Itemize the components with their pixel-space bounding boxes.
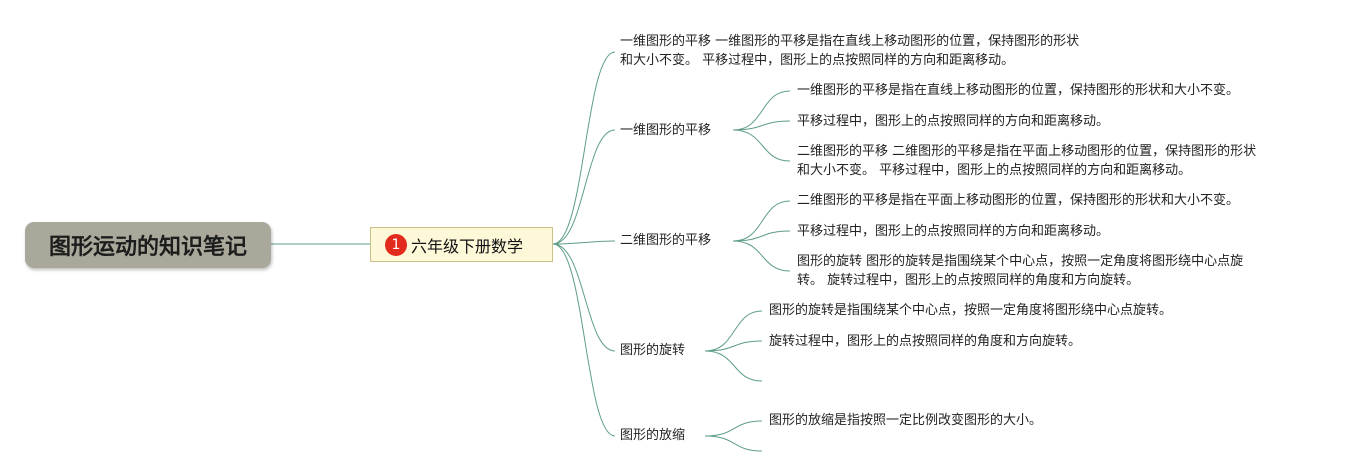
connector-t3-c2 bbox=[704, 340, 763, 352]
subtopic-item[interactable]: 平移过程中，图形上的点按照同样的方向和距离移动。 bbox=[797, 114, 1110, 129]
topic-2d-translation[interactable]: 二维图形的平移 bbox=[620, 233, 712, 248]
subtopic-item[interactable]: 平移过程中，图形上的点按照同样的方向和距离移动。 bbox=[797, 224, 1110, 239]
subtopic-item[interactable]: 二维图形的平移是指在平面上移动图形的位置，保持图形的形状和大小不变。 bbox=[797, 193, 1240, 208]
connector-t1-c2 bbox=[732, 120, 791, 131]
intro-line-2[interactable]: 和大小不变。 平移过程中，图形上的点按照同样的方向和距离移动。 bbox=[620, 53, 1015, 68]
connector-main-topic1 bbox=[552, 129, 616, 245]
connector-t1-c3 bbox=[732, 129, 791, 162]
connector-t4-c2 bbox=[704, 435, 763, 452]
connector-main-intro bbox=[552, 51, 616, 245]
topic-1d-translation[interactable]: 一维图形的平移 bbox=[620, 123, 712, 138]
subtopic-item-continued[interactable]: 和大小不变。 平移过程中，图形上的点按照同样的方向和距离移动。 bbox=[797, 163, 1192, 178]
root-title: 图形运动的知识笔记 bbox=[48, 235, 247, 260]
connector-t2-c2 bbox=[732, 230, 791, 242]
connector-t3-c3 bbox=[704, 350, 763, 382]
connector-main-topic4 bbox=[552, 243, 616, 437]
subtopic-item[interactable]: 图形的旋转 图形的旋转是指围绕某个中心点，按照一定角度将图形绕中心点旋 bbox=[797, 254, 1244, 269]
subtopic-item[interactable]: 旋转过程中，图形上的点按照同样的角度和方向旋转。 bbox=[769, 334, 1082, 349]
topic-scaling[interactable]: 图形的放缩 bbox=[620, 428, 686, 443]
priority-1-icon: 1 bbox=[385, 233, 407, 256]
subtopic-item-continued[interactable]: 转。 旋转过程中，图形上的点按照同样的角度和方向旋转。 bbox=[797, 273, 1140, 288]
subtopic-item[interactable]: 一维图形的平移是指在直线上移动图形的位置，保持图形的形状和大小不变。 bbox=[797, 83, 1240, 98]
connector-t2-c1 bbox=[732, 200, 791, 242]
subtopic-item[interactable]: 图形的放缩是指按照一定比例改变图形的大小。 bbox=[769, 413, 1043, 428]
main-topic[interactable]: 1 六年级下册数学 bbox=[370, 227, 553, 262]
connector-main-topic2 bbox=[552, 240, 616, 245]
topic-rotation[interactable]: 图形的旋转 bbox=[620, 343, 686, 358]
connector-main-topic3 bbox=[552, 243, 616, 352]
connector-t3-c1 bbox=[704, 310, 763, 352]
connector-t2-c3 bbox=[732, 240, 791, 272]
subtopic-item[interactable]: 二维图形的平移 二维图形的平移是指在平面上移动图形的位置，保持图形的形状 bbox=[797, 144, 1257, 159]
root-topic[interactable]: 图形运动的知识笔记 bbox=[25, 222, 271, 268]
connector-t1-c1 bbox=[732, 90, 791, 131]
subtopic-item[interactable]: 图形的旋转是指围绕某个中心点，按照一定角度将图形绕中心点旋转。 bbox=[769, 303, 1173, 318]
intro-line-1[interactable]: 一维图形的平移 一维图形的平移是指在直线上移动图形的位置，保持图形的形状 bbox=[620, 34, 1080, 49]
main-topic-title: 六年级下册数学 bbox=[411, 236, 524, 256]
connector-t4-c1 bbox=[704, 420, 763, 437]
